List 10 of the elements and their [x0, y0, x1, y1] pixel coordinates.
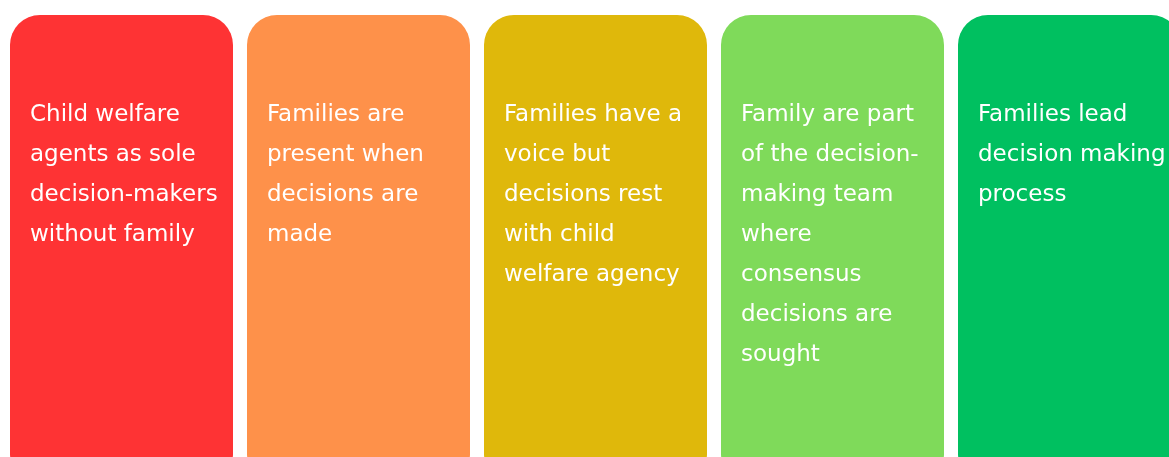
- stage-text: Family are part of the decision-making team where consensus decisions are sought: [741, 99, 920, 368]
- stage-text: Families are present when decisions are made: [267, 99, 425, 248]
- stage-card: [958, 15, 1169, 457]
- stage-text: Child welfare agents as sole decision-makers without family: [30, 99, 219, 248]
- stage-card: [247, 15, 470, 457]
- stage-card: [10, 15, 233, 457]
- stage-card: [721, 15, 944, 457]
- stage-text: Families have a voice but decisions rest with child welfare agency: [504, 99, 684, 288]
- stage-card: [484, 15, 707, 457]
- stage-text: Families lead decision making process: [978, 99, 1167, 208]
